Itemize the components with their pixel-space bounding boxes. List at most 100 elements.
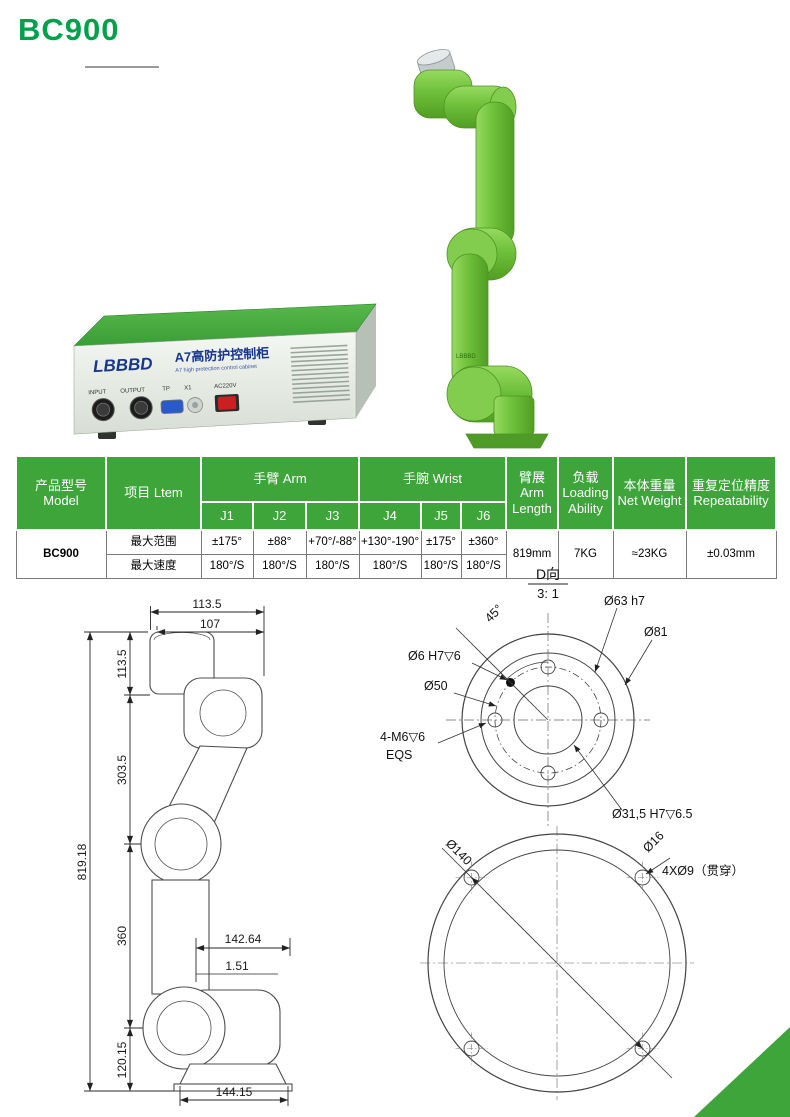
speed-j3: 180°/S	[305, 554, 360, 579]
range-j4: +130°-190°	[358, 529, 422, 555]
flange-leaders	[437, 607, 653, 811]
robot-arm-image: LBBBD	[413, 49, 549, 449]
cabinet-connectors	[91, 393, 240, 422]
cabinet-front-details: LBBBD A7高防护控制柜 A7 high protection contro…	[88, 344, 351, 422]
label-d50: Ø50	[424, 679, 448, 693]
robot-upper-arm	[475, 101, 515, 249]
base-dim-lines	[441, 847, 673, 1079]
label-d6: Ø6 H7▽6	[408, 649, 461, 663]
dim-height-total: 819.18	[75, 843, 89, 880]
row-label-range: 最大范围	[105, 529, 202, 555]
dim-width-top2: 107	[200, 617, 220, 631]
input-connector-pin	[96, 402, 111, 417]
dim-width-small: 1.51	[225, 959, 249, 973]
page-title: BC900	[18, 12, 120, 47]
col-header-j5: J5	[420, 501, 462, 531]
control-cabinet-image: LBBBD A7高防护控制柜 A7 high protection contro…	[73, 303, 377, 439]
dim-height-1: 113.5	[115, 649, 129, 678]
col-header-repeatability: 重复定位精度 Repeatability	[685, 455, 777, 531]
range-j3: +70°/-88°	[305, 529, 360, 555]
dim-width-top: 113.5	[192, 597, 221, 611]
header-row-1: 产品型号 Model 项目 Ltem 手臂 Arm 手腕 Wrist 臂展 Ar…	[15, 455, 777, 531]
robot-dimension-drawing: 113.5 107 113.5 303.5 819.18 360 120.15 …	[75, 597, 293, 1106]
robot-base-logo: LBBBD	[456, 354, 476, 360]
flange-drawings: D向 3: 1 4	[380, 566, 744, 1100]
label-d140: Ø140	[443, 836, 475, 868]
col-header-j4: J4	[358, 501, 422, 531]
col-group-wrist: 手腕 Wrist	[358, 455, 507, 503]
port-label-input: INPUT	[88, 389, 107, 396]
header-row-joints: J1 J2 J3 J4 J5 J6	[16, 501, 776, 531]
spec-table: 产品型号 Model 项目 Ltem 手臂 Arm 手腕 Wrist 臂展 Ar…	[15, 455, 777, 579]
col-header-loading: 负载 Loading Ability	[557, 455, 614, 531]
net-weight-value: ≈23KG	[612, 529, 687, 579]
base-mounting-drawing: Ø140 Ø16 4XØ9（贯穿）	[420, 826, 744, 1100]
row-label-speed: 最大速度	[105, 554, 202, 579]
view-label-name: D向	[536, 566, 560, 582]
dim-height-3: 360	[115, 926, 129, 946]
label-45deg: 45°	[482, 602, 505, 625]
label-d315: Ø31,5 H7▽6.5	[612, 807, 693, 821]
range-j2: ±88°	[252, 529, 307, 555]
flange-centerlines	[446, 613, 650, 827]
col-header-arm-length: 臂展 Arm Length	[505, 455, 559, 531]
dim-width-mid: 142.64	[225, 932, 262, 946]
cabinet-side-face	[356, 304, 376, 418]
col-header-net-weight: 本体重量 Net Weight	[612, 455, 687, 531]
robot-base-plate	[465, 433, 549, 449]
label-d81: Ø81	[644, 625, 668, 639]
title-underline	[85, 66, 159, 68]
cabinet-port-labels: INPUT OUTPUT TP X1 AC220V	[88, 383, 236, 396]
range-j6: ±360°	[460, 529, 507, 555]
label-d63: Ø63 h7	[604, 594, 645, 608]
arm-length-value: 819mm	[505, 529, 559, 579]
x1-connector-pin	[192, 402, 199, 409]
col-header-j1: J1	[200, 501, 254, 531]
dim-height-4: 120.15	[115, 1041, 129, 1078]
robot-base-column	[493, 395, 535, 437]
view-label-scale: 3: 1	[537, 586, 559, 601]
speed-j6: 180°/S	[460, 554, 507, 579]
repeatability-value: ±0.03mm	[685, 529, 777, 579]
cabinet-name-en: A7 high protection control cabinet	[175, 364, 257, 374]
range-j1: ±175°	[200, 529, 254, 555]
col-header-j2: J2	[252, 501, 307, 531]
col-header-model: 产品型号 Model	[15, 455, 107, 531]
col-group-arm: 手臂 Arm	[200, 455, 360, 503]
tp-connector	[160, 399, 184, 414]
base-centerlines	[420, 826, 694, 1100]
robot-arm-body	[413, 49, 549, 449]
cabinet-name-cn: A7高防护控制柜	[174, 345, 269, 365]
dim-width-bottom: 144.15	[216, 1085, 253, 1099]
label-d16: Ø16	[640, 828, 667, 855]
view-label: D向 3: 1	[528, 566, 568, 601]
label-d9: 4XØ9（贯穿）	[662, 863, 744, 878]
col-header-j6: J6	[460, 501, 507, 531]
port-label-output: OUTPUT	[120, 388, 145, 395]
speed-j5: 180°/S	[420, 554, 462, 579]
dim-height-2: 303.5	[115, 755, 129, 785]
tool-flange-drawing: 45° Ø63 h7 Ø81 Ø6 H7▽6 Ø50 4-M6▽6 EQS Ø3…	[380, 594, 693, 827]
port-label-tp: TP	[162, 386, 170, 392]
data-row-speed: 最大速度 180°/S 180°/S 180°/S 180°/S 180°/S …	[16, 554, 776, 579]
cabinet-vent-grille	[290, 344, 351, 403]
data-row-range: BC900 最大范围 ±175° ±88° +70°/-88° +130°-19…	[15, 529, 777, 579]
speed-j1: 180°/S	[200, 554, 254, 579]
col-header-item: 项目 Ltem	[105, 455, 202, 531]
power-switch	[217, 396, 237, 410]
robot-outline-drawing	[140, 631, 293, 1092]
label-eqs: EQS	[386, 748, 412, 762]
robot-base-joint-cap	[446, 366, 502, 422]
speed-j4: 180°/S	[358, 554, 422, 579]
dimension-annotations	[84, 606, 291, 1106]
port-label-x1: X1	[184, 385, 192, 391]
cabinet-logo: LBBBD	[93, 354, 153, 376]
output-connector-pin	[134, 400, 149, 415]
dimension-labels: 113.5 107 113.5 303.5 819.18 360 120.15 …	[75, 597, 262, 1099]
port-label-power: AC220V	[214, 383, 237, 390]
model-value: BC900	[15, 529, 107, 579]
flange-labels: 45° Ø63 h7 Ø81 Ø6 H7▽6 Ø50 4-M6▽6 EQS Ø3…	[380, 594, 693, 821]
flange-circles	[461, 633, 635, 807]
speed-j2: 180°/S	[252, 554, 307, 579]
col-header-j3: J3	[305, 501, 360, 531]
